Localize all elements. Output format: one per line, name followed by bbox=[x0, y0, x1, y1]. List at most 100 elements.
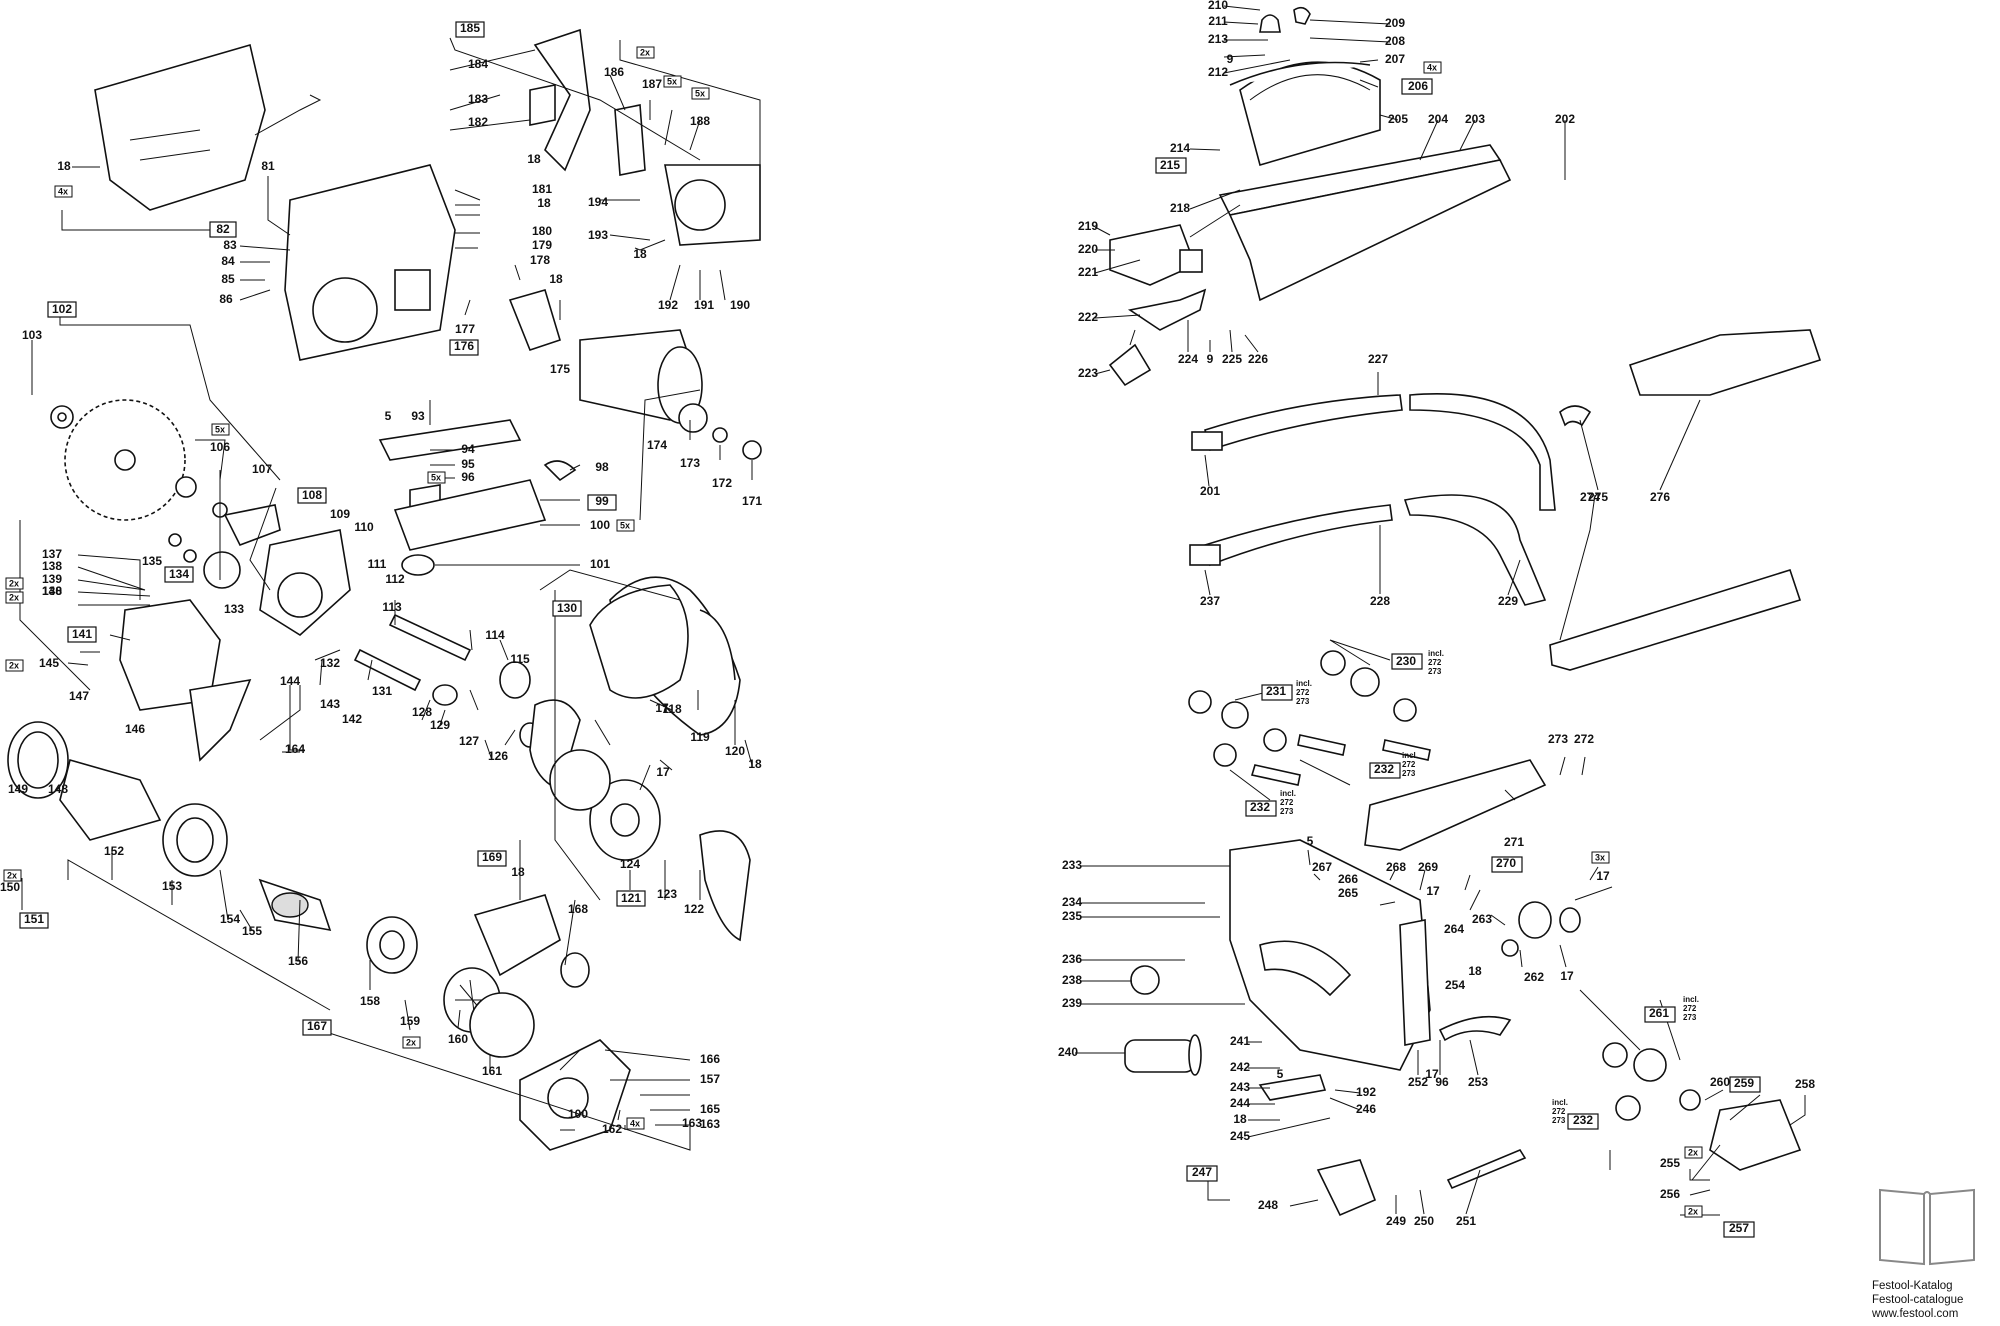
part-number-label: 208 bbox=[1385, 34, 1405, 48]
part-number-label: 229 bbox=[1498, 594, 1518, 608]
part-number-label: 17 bbox=[1425, 1067, 1439, 1081]
part-number-label: 133 bbox=[224, 602, 244, 616]
qty-tag bbox=[5, 659, 24, 672]
incl-note-text: 272 bbox=[1402, 760, 1416, 769]
part-number-label: 210 bbox=[1208, 0, 1228, 12]
part-number-label: 18 bbox=[748, 757, 762, 771]
catalogue-url[interactable]: www.festool.com bbox=[1872, 1308, 1959, 1320]
part-number-label: 84 bbox=[221, 254, 235, 268]
qty-tag bbox=[691, 87, 710, 100]
part-number-label: 193 bbox=[588, 228, 608, 242]
part-number-label: 209 bbox=[1385, 16, 1405, 30]
part-number-label: 178 bbox=[530, 253, 550, 267]
qty-tag bbox=[616, 519, 635, 532]
qty-tag-label: 4x bbox=[630, 1118, 640, 1128]
part-number-label: 203 bbox=[1465, 112, 1485, 126]
incl-note-text: 272 bbox=[1683, 1004, 1697, 1013]
part-number-label: 18 bbox=[1233, 1112, 1247, 1126]
qty-tag-label: 2x bbox=[7, 870, 17, 880]
part-number-label: 147 bbox=[69, 689, 89, 703]
part-number-label: 192 bbox=[1356, 1085, 1376, 1099]
part-number-label: 205 bbox=[1388, 112, 1408, 126]
part-number-label: 166 bbox=[700, 1052, 720, 1066]
part-number-label: 131 bbox=[372, 684, 392, 698]
part-number-label: 108 bbox=[302, 488, 322, 502]
part-number-label: 128 bbox=[412, 705, 432, 719]
qty-tag-label: 4x bbox=[58, 186, 68, 196]
qty-tag bbox=[402, 1036, 421, 1049]
qty-tag bbox=[1684, 1205, 1703, 1218]
part-number-label: 81 bbox=[261, 159, 275, 173]
part-number-label: 201 bbox=[1200, 484, 1220, 498]
part-number-label: 107 bbox=[252, 462, 272, 476]
part-number-label: 242 bbox=[1230, 1060, 1250, 1074]
part-number-label: 122 bbox=[684, 902, 704, 916]
part-number-label: 118 bbox=[662, 702, 682, 716]
qty-tag-label: 5x bbox=[431, 472, 441, 482]
qty-tag bbox=[626, 1117, 645, 1130]
part-number-label: 218 bbox=[1170, 201, 1190, 215]
part-number-label: 18 bbox=[633, 247, 647, 261]
catalogue-name-de: Festool-Katalog bbox=[1872, 1280, 1953, 1292]
part-number-label: 101 bbox=[590, 557, 610, 571]
part-number-label: 17 bbox=[656, 765, 670, 779]
part-number-label: 181 bbox=[532, 182, 552, 196]
part-number-label: 152 bbox=[104, 844, 124, 858]
festool-catalogue-logo: Festool-Katalog Festool-catalogue www.fe… bbox=[1872, 1180, 1982, 1321]
right-assembly-drawings bbox=[1108, 6, 1822, 1217]
part-number-label: 95 bbox=[461, 457, 475, 471]
part-number-label: 169 bbox=[482, 850, 502, 864]
incl-note-text: incl. bbox=[1683, 995, 1699, 1004]
part-number-label: 159 bbox=[400, 1014, 420, 1028]
incl-note-text: 273 bbox=[1428, 667, 1442, 676]
qty-tag bbox=[5, 577, 24, 590]
part-number-label: 211 bbox=[1208, 14, 1228, 28]
part-number-label: 137 bbox=[42, 547, 62, 561]
part-number-label: 233 bbox=[1062, 858, 1082, 872]
part-number-label: 261 bbox=[1649, 1006, 1669, 1020]
left-assembly-qty-tags bbox=[3, 46, 710, 1130]
qty-tag bbox=[1591, 851, 1610, 864]
right-assembly-callout-labels: 2012022032042052062072082092102112122132… bbox=[1058, 0, 1815, 1235]
part-number-label: 175 bbox=[550, 362, 570, 376]
part-number-label: 227 bbox=[1368, 352, 1388, 366]
part-number-label: 257 bbox=[1729, 1221, 1749, 1235]
part-number-label: 99 bbox=[595, 494, 609, 508]
qty-tag-label: 2x bbox=[640, 47, 650, 57]
part-number-label: 100 bbox=[590, 518, 610, 532]
part-number-label: 255 bbox=[1660, 1156, 1680, 1170]
incl-notes: incl.272273incl.272273incl.272273incl.27… bbox=[1280, 649, 1699, 1125]
part-number-label: 82 bbox=[216, 222, 230, 236]
incl-note-text: incl. bbox=[1280, 789, 1296, 798]
part-number-label: 250 bbox=[1414, 1214, 1434, 1228]
part-number-label: 98 bbox=[595, 460, 609, 474]
part-number-label: 132 bbox=[320, 656, 340, 670]
part-number-label: 236 bbox=[1062, 952, 1082, 966]
part-number-label: 163 bbox=[700, 1117, 720, 1131]
right-assembly-leader-lines bbox=[1075, 5, 1806, 1216]
part-number-label: 188 bbox=[690, 114, 710, 128]
part-number-label: 111 bbox=[368, 557, 387, 571]
part-number-label: 102 bbox=[52, 302, 72, 316]
part-number-label: 223 bbox=[1078, 366, 1098, 380]
part-number-label: 17 bbox=[1560, 969, 1574, 983]
part-number-label: 183 bbox=[468, 92, 488, 106]
part-number-label: 164 bbox=[285, 742, 305, 756]
part-number-label: 165 bbox=[700, 1102, 720, 1116]
part-number-label: 113 bbox=[382, 600, 402, 614]
qty-tag bbox=[54, 185, 73, 198]
part-number-label: 232 bbox=[1374, 762, 1394, 776]
part-number-label: 194 bbox=[588, 195, 608, 209]
part-number-label: 238 bbox=[1062, 973, 1082, 987]
part-number-label: 263 bbox=[1472, 912, 1492, 926]
part-number-label: 264 bbox=[1444, 922, 1464, 936]
part-number-label: 215 bbox=[1160, 158, 1180, 172]
part-number-label: 276 bbox=[1650, 490, 1670, 504]
part-number-label: 270 bbox=[1496, 856, 1516, 870]
part-number-label: 222 bbox=[1078, 310, 1098, 324]
part-number-label: 252 bbox=[1408, 1075, 1428, 1089]
qty-tag-label: 5x bbox=[620, 520, 630, 530]
part-number-label: 214 bbox=[1170, 141, 1190, 155]
